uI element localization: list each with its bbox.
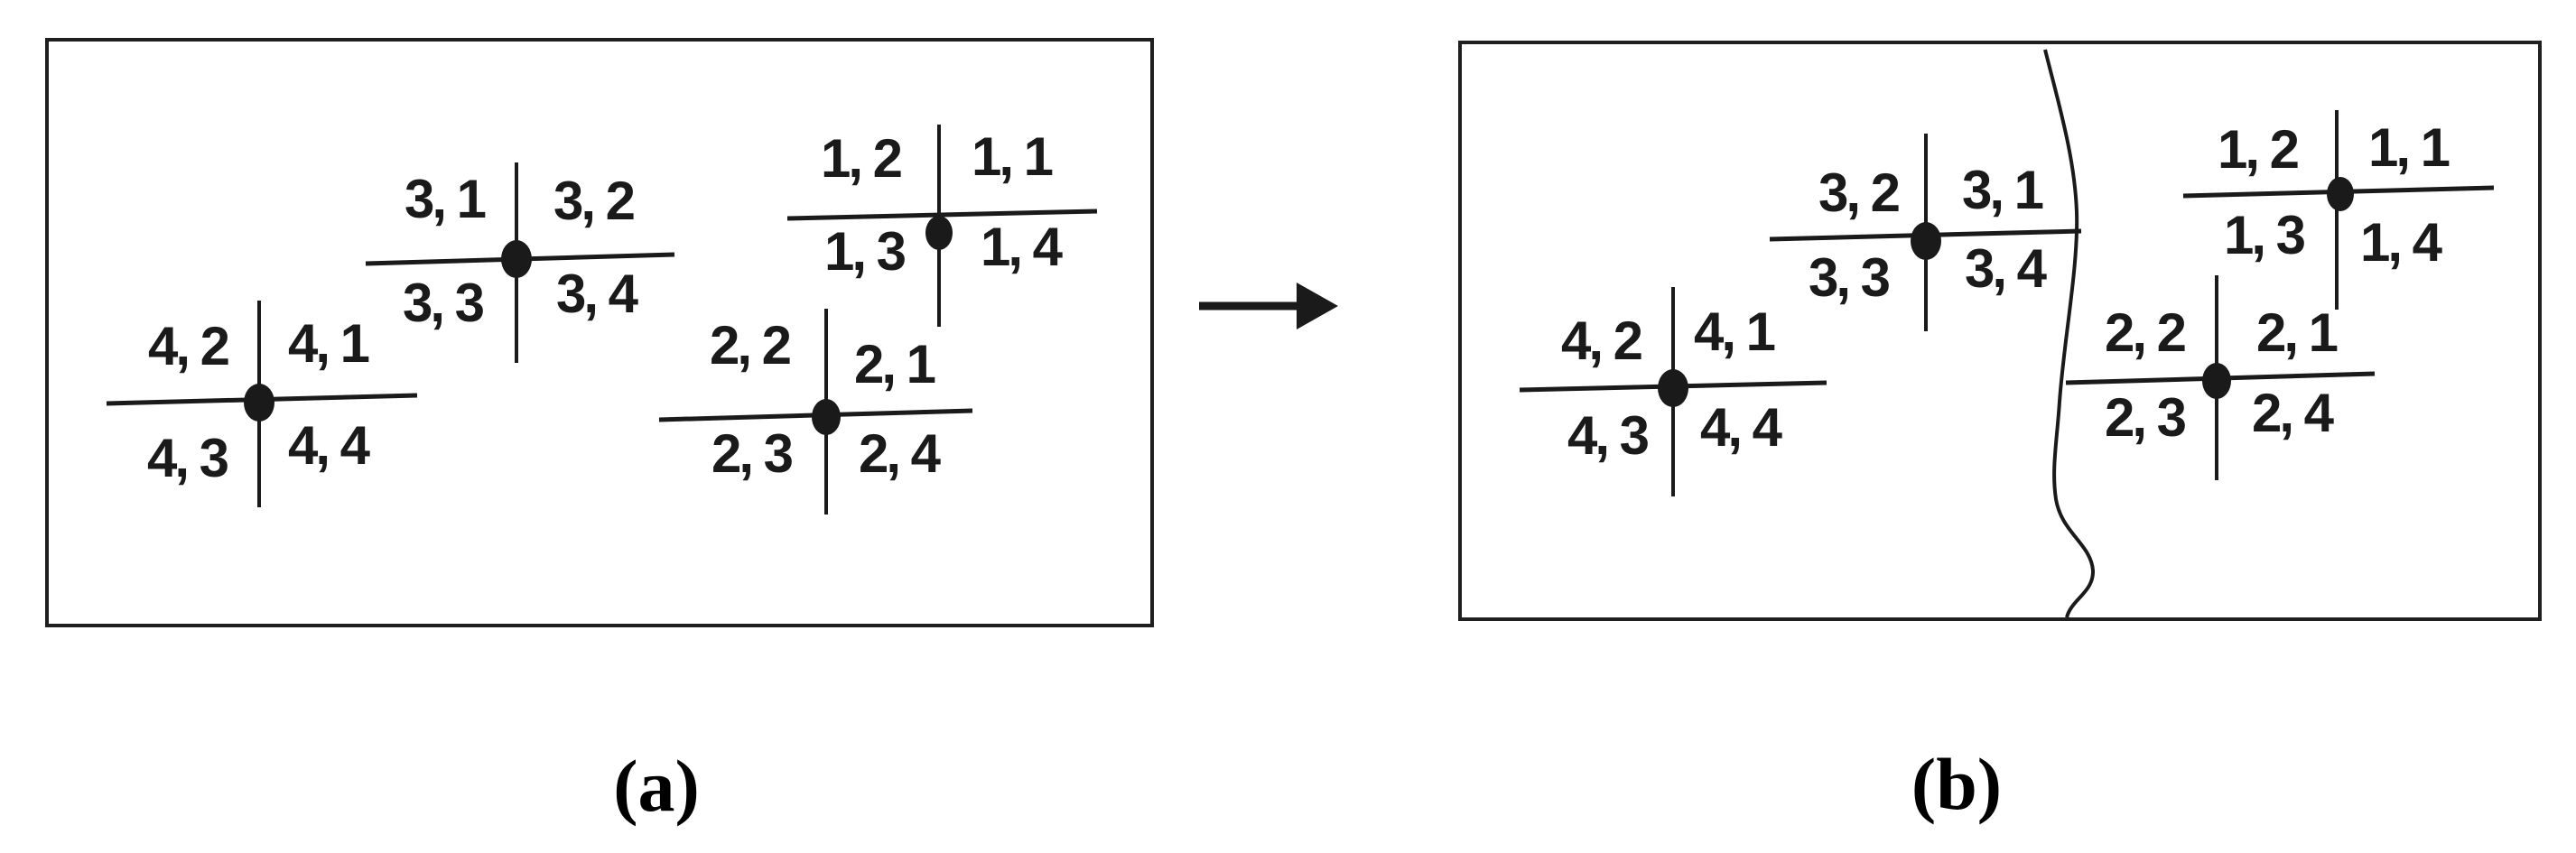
cell-label-1-tr: 1, 1 bbox=[2368, 117, 2450, 178]
cell-label-4-tl: 4, 2 bbox=[1561, 311, 1641, 371]
cell-label-4-br: 4, 4 bbox=[288, 415, 371, 476]
box-b4: 4, 2 4, 1 4, 3 4, 4 bbox=[1519, 287, 1827, 496]
cell-label-1-tr: 1, 1 bbox=[972, 126, 1053, 187]
cell-label-1-br: 1, 4 bbox=[981, 217, 1064, 277]
caption-a: (a) bbox=[613, 745, 700, 827]
box-a1: 1, 2 1, 1 1, 3 1, 4 bbox=[786, 125, 1098, 327]
cell-label-2-tl: 2, 2 bbox=[2105, 302, 2185, 363]
cell-label-2-tr: 2, 1 bbox=[854, 334, 935, 394]
box-a2: 2, 2 2, 1 2, 3 2, 4 bbox=[658, 309, 973, 515]
cell-label-4-tl: 4, 2 bbox=[148, 316, 228, 376]
box-a3: 3, 1 3, 2 3, 3 3, 4 bbox=[365, 162, 675, 363]
cell-label-2-bl: 2, 3 bbox=[2105, 387, 2186, 448]
cell-label-4-tr: 4, 1 bbox=[1694, 301, 1775, 362]
cell-label-1-tl: 1, 2 bbox=[821, 128, 901, 189]
cell-label-2-br: 2, 4 bbox=[859, 423, 942, 484]
center-dot bbox=[1658, 369, 1688, 407]
cell-label-3-br: 3, 4 bbox=[1965, 238, 2048, 299]
cell-label-1-bl: 1, 3 bbox=[2224, 205, 2305, 265]
cell-label-4-tr: 4, 1 bbox=[288, 313, 369, 374]
cell-label-3-tl: 3, 1 bbox=[405, 169, 486, 229]
field-boundary-curve bbox=[2043, 49, 2096, 618]
center-dot bbox=[925, 216, 953, 250]
cell-label-3-bl: 3, 3 bbox=[1809, 247, 1890, 308]
arrow-head bbox=[1297, 283, 1338, 329]
cell-label-2-tl: 2, 2 bbox=[710, 315, 790, 376]
cell-label-3-tr: 3, 2 bbox=[553, 171, 634, 231]
cell-label-4-bl: 4, 3 bbox=[1567, 405, 1649, 466]
box-b1: 1, 2 1, 1 1, 3 1, 4 bbox=[2182, 110, 2495, 310]
panel-b-frame bbox=[1458, 41, 2542, 621]
box-b2: 2, 2 2, 1 2, 3 2, 4 bbox=[2065, 275, 2376, 480]
caption-b: (b) bbox=[1911, 743, 2002, 825]
cell-label-3-bl: 3, 3 bbox=[403, 273, 484, 333]
center-dot bbox=[2327, 177, 2354, 211]
cell-label-1-bl: 1, 3 bbox=[824, 221, 906, 282]
cell-label-1-tl: 1, 2 bbox=[2218, 119, 2298, 180]
center-dot bbox=[244, 384, 274, 422]
cell-label-2-br: 2, 4 bbox=[2252, 383, 2335, 443]
cell-label-3-br: 3, 4 bbox=[556, 264, 639, 324]
cell-label-2-tr: 2, 1 bbox=[2256, 302, 2338, 363]
cell-label-4-br: 4, 4 bbox=[1700, 397, 1783, 458]
center-dot bbox=[1911, 222, 1941, 260]
cell-label-2-bl: 2, 3 bbox=[711, 423, 793, 484]
panel-a: 4, 2 4, 1 4, 3 4, 4 3, 1 3, 2 3, 3 3, 4 2, 2 2, 1… bbox=[45, 38, 1154, 627]
horizontal-divider bbox=[786, 209, 1098, 221]
cell-label-1-br: 1, 4 bbox=[2360, 212, 2443, 273]
cell-label-3-tr: 3, 1 bbox=[1962, 160, 2043, 220]
cell-label-4-bl: 4, 3 bbox=[147, 428, 228, 488]
box-a4: 4, 2 4, 1 4, 3 4, 4 bbox=[106, 301, 418, 507]
center-dot bbox=[2202, 363, 2231, 399]
panel-a-frame bbox=[45, 38, 1154, 627]
center-dot bbox=[501, 240, 532, 278]
center-dot bbox=[812, 399, 841, 435]
panel-b: 4, 2 4, 1 4, 3 4, 4 3, 2 3, 1 3, 3 3, 4 2, 2 2, 1… bbox=[1458, 41, 2542, 621]
transform-arrow bbox=[1199, 283, 1338, 329]
box-b3: 3, 2 3, 1 3, 3 3, 4 bbox=[1769, 134, 2082, 331]
cell-label-3-tl: 3, 2 bbox=[1818, 162, 1899, 223]
